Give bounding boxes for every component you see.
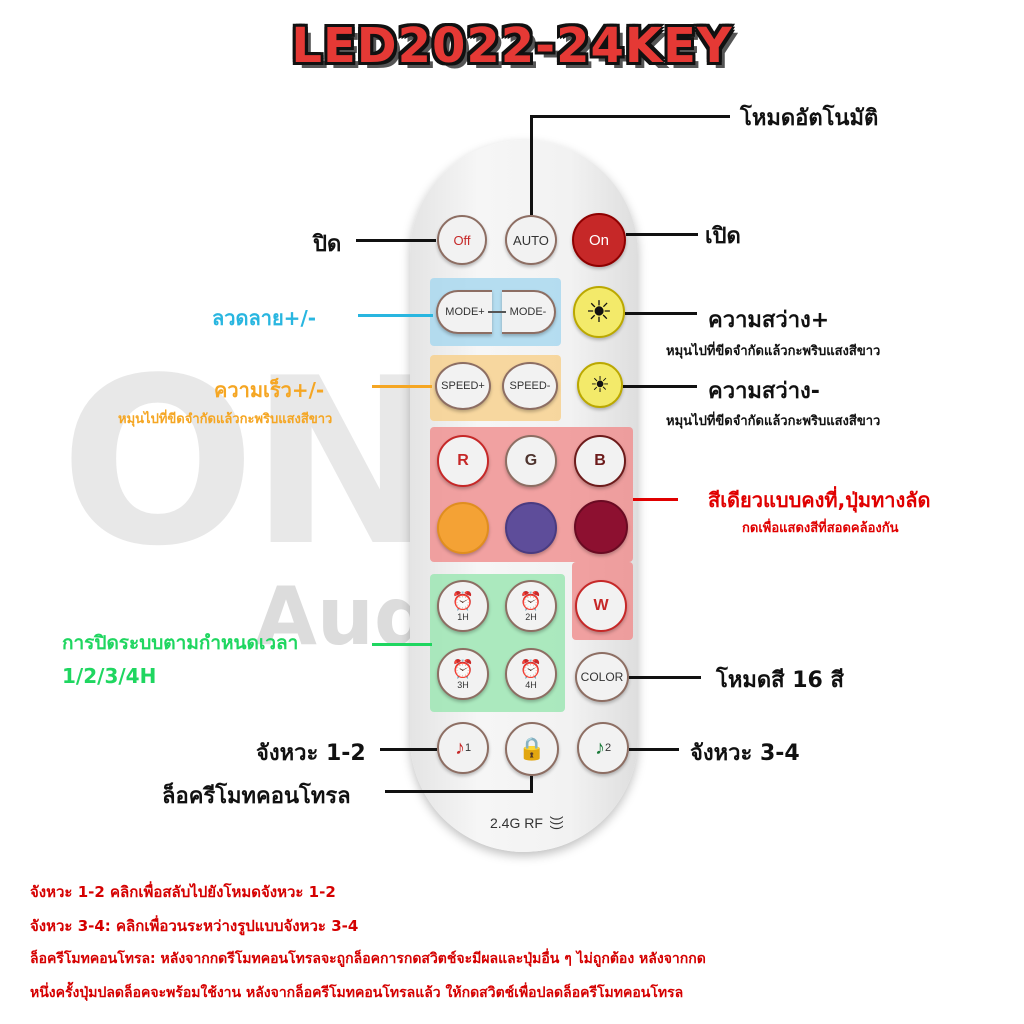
brightness-up-button[interactable]: ☀ [573,286,625,338]
connector-lock-vertical [530,776,533,790]
rhythm-1-sub: 1 [464,742,472,754]
label-lock: ล็อครีโมทคอนโทรล [162,784,351,809]
alarm-clock-2h-icon: ⏰2H [519,590,543,622]
label-brightness-down-sub: หมุนไปที่ขีดจำกัดแล้วกะพริบแสงสีขาว [666,414,881,429]
connector-brightness-down [623,385,697,388]
alarm-clock-3h-icon: ⏰3H [451,658,475,690]
connector-rhythm-34 [629,748,679,751]
label-timer: การปิดระบบตามกำหนดเวลา [62,632,299,654]
label-mode: ลวดลาย+/- [212,306,317,330]
wifi-signal-icon: ))) [549,816,566,830]
mode-minus-button[interactable]: MODE- [502,290,556,334]
music-note-red-icon: ♪ [454,736,465,759]
alarm-clock-4h-icon: ⏰4H [519,658,543,690]
purple-color-button[interactable] [505,502,557,554]
timer-3h-button[interactable]: ⏰3H [437,648,489,700]
label-speed-sub: หมุนไปที่ขีดจำกัดแล้วกะพริบแสงสีขาว [118,412,333,427]
timer-4h-button[interactable]: ⏰4H [505,648,557,700]
label-auto-mode: โหมดอัตโนมัติ [740,106,879,131]
label-off: ปิด [313,232,342,257]
note-line-3: ล็อครีโมทคอนโทรล: หลังจากกดรีโมทคอนโทรลจ… [30,951,706,967]
label-rhythm-34: จังหวะ 3-4 [690,741,800,766]
connector-on [626,233,698,236]
lock-button[interactable]: 🔒 [505,722,559,776]
connector-timer [372,643,432,646]
sun-large-icon: ☀ [585,295,613,329]
timer-2h-label: 2H [525,611,537,622]
white-button[interactable]: W [575,580,627,632]
rhythm-1-button[interactable]: ♪1 [437,722,489,774]
connector-color-mode [629,676,701,679]
auto-button[interactable]: AUTO [505,215,557,265]
label-on: เปิด [705,224,741,249]
connector-auto-vertical [530,115,533,215]
timer-1h-label: 1H [457,611,469,622]
speed-minus-button[interactable]: SPEED- [502,362,558,410]
label-color-mode: โหมดสี 16 สี [716,668,844,693]
green-button[interactable]: G [505,435,557,487]
alarm-clock-1h-icon: ⏰1H [451,590,475,622]
timer-1h-button[interactable]: ⏰1H [437,580,489,632]
connector-off [356,239,436,242]
label-brightness-down: ความสว่าง- [708,379,820,404]
lock-icon: 🔒 [518,736,546,761]
mode-divider [488,311,506,313]
speed-plus-button[interactable]: SPEED+ [435,362,491,410]
red-button[interactable]: R [437,435,489,487]
note-line-2: จังหวะ 3-4: คลิกเพื่อวนระหว่างรูปแบบจังห… [30,917,359,935]
timer-4h-label: 4H [525,679,537,690]
blue-button[interactable]: B [574,435,626,487]
note-line-4: หนึ่งครั้งปุ่มปลดล็อคจะพร้อมใช้งาน หลังจ… [30,985,684,1001]
remote-footer: 2.4G RF ))) [490,815,566,831]
connector-mode [358,314,433,317]
connector-rhythm-12 [380,748,437,751]
label-single-color: สีเดียวแบบคงที่,ปุ่มทางลัด [708,488,931,512]
label-rhythm-12: จังหวะ 1-2 [256,741,366,766]
mode-plus-button[interactable]: MODE+ [436,290,492,334]
label-speed: ความเร็ว+/- [214,378,325,402]
brightness-down-button[interactable]: ☀ [577,362,623,408]
note-line-1: จังหวะ 1-2 คลิกเพื่อสลับไปยังโหมดจังหวะ … [30,883,336,901]
connector-auto-horizontal [530,115,730,118]
connector-color [633,498,678,501]
connector-brightness-up [625,312,697,315]
crimson-color-button[interactable] [574,500,628,554]
on-button[interactable]: On [572,213,626,267]
rhythm-2-sub: 2 [604,742,612,754]
rf-label: 2.4G RF [490,815,543,831]
music-note-green-icon: ♪ [594,736,605,759]
timer-2h-button[interactable]: ⏰2H [505,580,557,632]
orange-color-button[interactable] [437,502,489,554]
label-single-color-sub: กดเพื่อแสดงสีที่สอดคล้องกัน [742,521,899,536]
timer-3h-label: 3H [457,679,469,690]
sun-small-icon: ☀ [590,372,610,397]
off-button[interactable]: Off [437,215,487,265]
label-timer-sub: 1/2/3/4H [62,664,157,688]
connector-speed [372,385,432,388]
color-button[interactable]: COLOR [575,652,629,702]
label-brightness-up: ความสว่าง+ [708,308,830,333]
rhythm-2-button[interactable]: ♪2 [577,722,629,774]
connector-lock-horizontal [385,790,533,793]
page-title: LED2022-24KEY [291,18,733,74]
label-brightness-up-sub: หมุนไปที่ขีดจำกัดแล้วกะพริบแสงสีขาว [666,344,881,359]
